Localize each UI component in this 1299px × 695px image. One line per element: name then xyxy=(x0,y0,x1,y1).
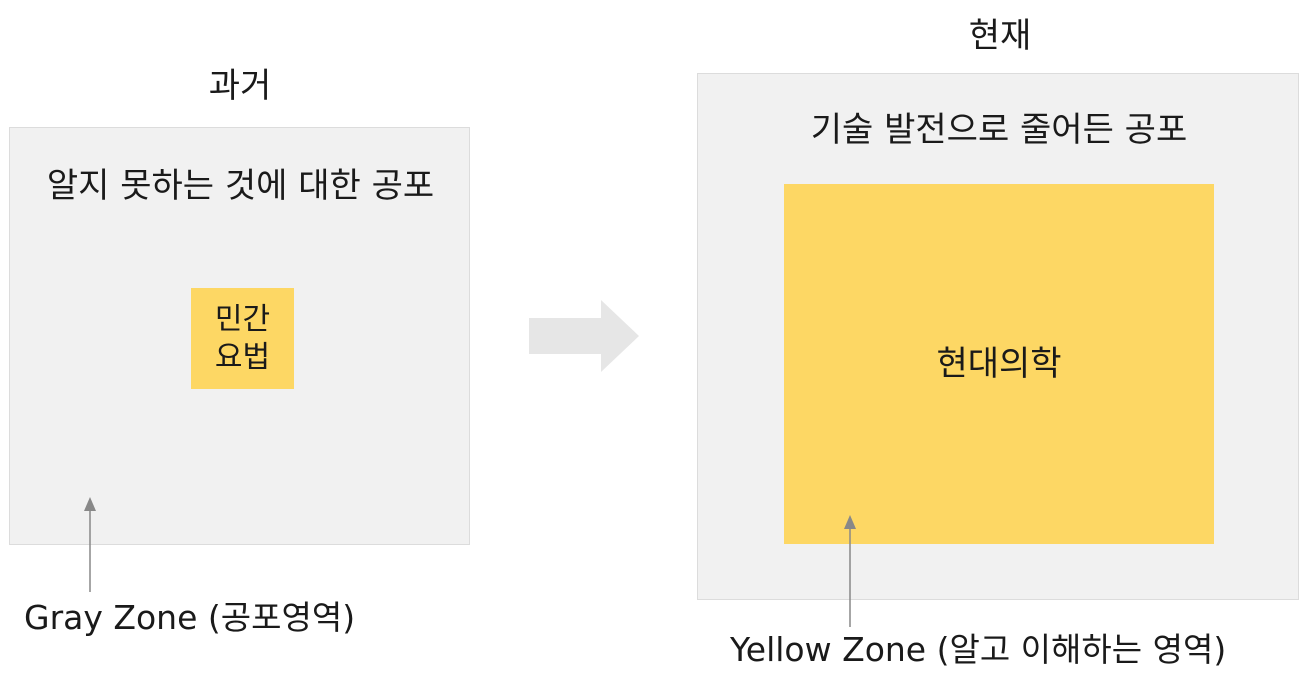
past-gray-zone-panel: 알지 못하는 것에 대한 공포 xyxy=(9,127,470,545)
present-title: 현재 xyxy=(968,16,1032,56)
gray-zone-label: Gray Zone (공포영역) xyxy=(24,598,356,637)
up-arrow-icon xyxy=(844,515,856,627)
past-inner-label-line-1: 민간 xyxy=(214,301,271,337)
right-arrow-icon xyxy=(529,300,639,372)
past-inner-label-line-2: 요법 xyxy=(214,339,271,375)
yellow-zone-label: Yellow Zone (알고 이해하는 영역) xyxy=(730,630,1227,669)
right-arrow-shape xyxy=(529,300,639,372)
present-yellow-zone-box: 현대의학 xyxy=(784,184,1214,544)
past-outer-caption: 알지 못하는 것에 대한 공포 xyxy=(46,166,435,206)
past-yellow-zone-box: 민간 요법 xyxy=(191,288,294,389)
past-title: 과거 xyxy=(208,66,272,106)
up-arrow-head xyxy=(84,497,96,511)
up-arrow-head xyxy=(844,515,856,529)
past-inner-label: 민간 요법 xyxy=(215,301,270,377)
present-inner-label: 현대의학 xyxy=(936,344,1062,384)
present-outer-caption: 기술 발전으로 줄어든 공포 xyxy=(810,110,1188,150)
up-arrow-icon xyxy=(84,497,96,592)
